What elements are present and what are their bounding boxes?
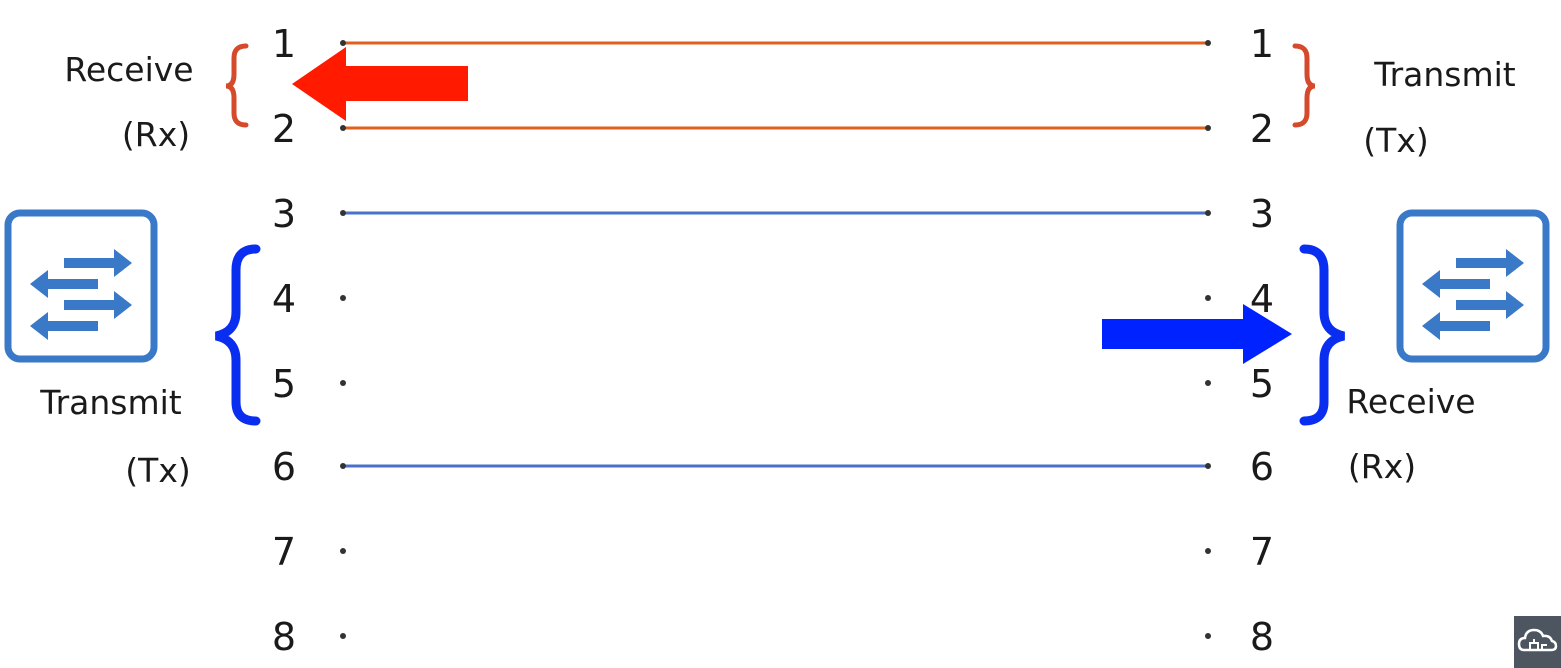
left-dot-2 bbox=[340, 125, 346, 131]
left-pin-6: 6 bbox=[272, 445, 296, 489]
left-rx-abbr: (Rx) bbox=[122, 115, 190, 154]
left-dot-5 bbox=[340, 380, 346, 386]
right-pin-1: 1 bbox=[1250, 22, 1274, 66]
left-pin-7: 7 bbox=[272, 530, 296, 574]
left-dot-1 bbox=[340, 40, 346, 46]
right-dot-3 bbox=[1205, 210, 1211, 216]
right-tx-abbr: (Tx) bbox=[1363, 121, 1428, 160]
left-pin-1: 1 bbox=[272, 22, 296, 66]
left-pin-2: 2 bbox=[272, 107, 296, 151]
right-dot-2 bbox=[1205, 125, 1211, 131]
left-pin-4: 4 bbox=[272, 277, 296, 321]
left-dot-4 bbox=[340, 295, 346, 301]
right-dot-8 bbox=[1205, 633, 1211, 639]
right-rx-bracket bbox=[1299, 244, 1346, 426]
right-pin-8: 8 bbox=[1250, 615, 1274, 659]
left-pin-8: 8 bbox=[272, 615, 296, 659]
switch-icon bbox=[4, 209, 158, 363]
right-dot-6 bbox=[1205, 463, 1211, 469]
left-pin-dots bbox=[340, 40, 346, 639]
left-rx-bracket bbox=[225, 43, 249, 128]
cloud-network-icon bbox=[1514, 616, 1561, 668]
right-pin-6: 6 bbox=[1250, 445, 1274, 489]
right-pin-7: 7 bbox=[1250, 530, 1274, 574]
left-labels: Receive (Rx) Transmit (Tx) bbox=[39, 50, 193, 490]
wires bbox=[343, 41, 1208, 468]
right-dot-7 bbox=[1205, 548, 1211, 554]
left-dot-6 bbox=[340, 463, 346, 469]
left-dot-8 bbox=[340, 633, 346, 639]
right-dot-4 bbox=[1205, 295, 1211, 301]
left-dot-3 bbox=[340, 210, 346, 216]
switch-icon bbox=[1396, 209, 1550, 363]
receive-direction-arrow bbox=[292, 47, 468, 121]
left-transmit-label: Transmit bbox=[39, 383, 182, 422]
right-labels: Transmit (Tx) Receive (Rx) bbox=[1346, 55, 1515, 486]
left-pin-numbers: 1 2 3 4 5 6 7 8 bbox=[272, 22, 296, 659]
left-pin-3: 3 bbox=[272, 192, 296, 236]
right-pin-3: 3 bbox=[1250, 192, 1274, 236]
left-receive-label: Receive bbox=[64, 50, 193, 89]
right-pin-numbers: 1 2 3 4 5 6 7 8 bbox=[1250, 22, 1274, 659]
right-dot-5 bbox=[1205, 380, 1211, 386]
left-pin-5: 5 bbox=[272, 362, 296, 406]
left-tx-bracket bbox=[214, 244, 261, 426]
right-pin-5: 5 bbox=[1250, 362, 1274, 406]
left-tx-abbr: (Tx) bbox=[125, 451, 190, 490]
right-tx-bracket bbox=[1292, 43, 1316, 128]
right-rx-abbr: (Rx) bbox=[1348, 447, 1416, 486]
right-pin-dots bbox=[1205, 40, 1211, 639]
right-pin-2: 2 bbox=[1250, 107, 1274, 151]
right-dot-1 bbox=[1205, 40, 1211, 46]
right-transmit-label: Transmit bbox=[1373, 55, 1516, 94]
transmit-direction-arrow bbox=[1102, 304, 1292, 364]
left-dot-7 bbox=[340, 548, 346, 554]
right-receive-label: Receive bbox=[1346, 382, 1475, 421]
